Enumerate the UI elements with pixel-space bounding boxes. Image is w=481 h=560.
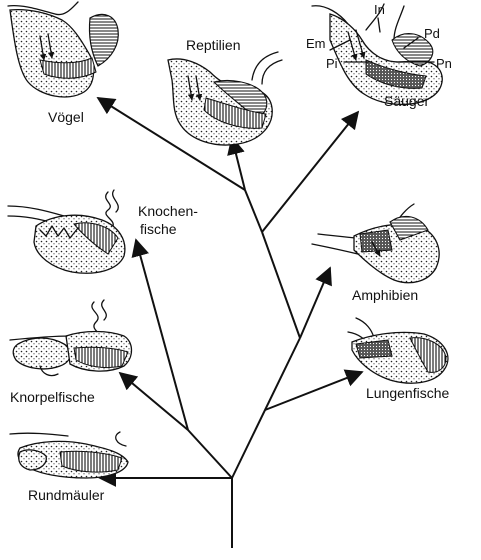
pituitary-drawing-cartilaginous-fish <box>9 299 133 377</box>
label-pn: Pn <box>436 56 452 71</box>
pituitary-drawing-birds <box>7 1 119 98</box>
branch-amniote-stem <box>261 231 301 339</box>
label-knochenfische-2: fische <box>140 221 177 237</box>
branch-amphibien <box>299 266 332 339</box>
pituitary-drawing-amphibians <box>311 203 440 284</box>
pituitary-drawing-mammals <box>311 3 443 106</box>
label-pd: Pd <box>424 26 440 41</box>
tree-branches <box>96 97 364 548</box>
branch-knochenfische <box>131 238 189 431</box>
label-rundmauler: Rundmäuler <box>28 487 105 503</box>
branch-lungenfische <box>264 369 364 411</box>
label-reptilien: Reptilien <box>186 37 240 53</box>
label-vogel: Vögel <box>48 109 84 125</box>
label-sauger: Säuger <box>384 93 429 109</box>
label-knochenfische-1: Knochen- <box>138 203 198 219</box>
label-pi: Pi <box>326 56 338 71</box>
label-amphibien: Amphibien <box>352 287 418 303</box>
pituitary-drawing-reptiles <box>167 51 283 146</box>
branch-reptilien <box>227 136 246 191</box>
branch-tetrapod-stem <box>231 337 301 479</box>
branch-sauger <box>261 110 360 233</box>
branch-knorpelfische <box>118 371 189 431</box>
pituitary-drawing-lungfish <box>347 317 449 384</box>
label-knorpelfische: Knorpelfische <box>10 389 95 405</box>
pituitary-drawing-bony-fish <box>7 189 126 274</box>
branch-fish-node <box>187 429 233 479</box>
branch-vogel <box>96 97 246 191</box>
branch-sauropsid <box>244 189 263 233</box>
pituitary-drawing-cyclostomes <box>9 431 129 479</box>
label-em: Em <box>306 36 326 51</box>
label-in: In <box>374 2 385 17</box>
label-lungenfische: Lungenfische <box>366 385 450 401</box>
